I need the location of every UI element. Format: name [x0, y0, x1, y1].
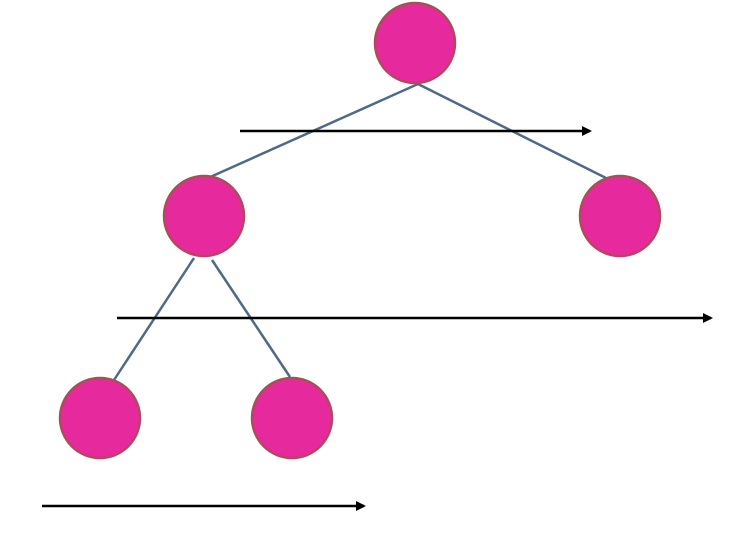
tree-node-right	[578, 174, 662, 258]
tree-node-left-left	[58, 376, 142, 460]
tree-nodes	[58, 1, 662, 460]
tree-node-left	[162, 174, 246, 258]
level-arrows	[42, 126, 713, 511]
tree-node-left-right	[250, 376, 334, 460]
tree-node-root	[373, 1, 457, 85]
